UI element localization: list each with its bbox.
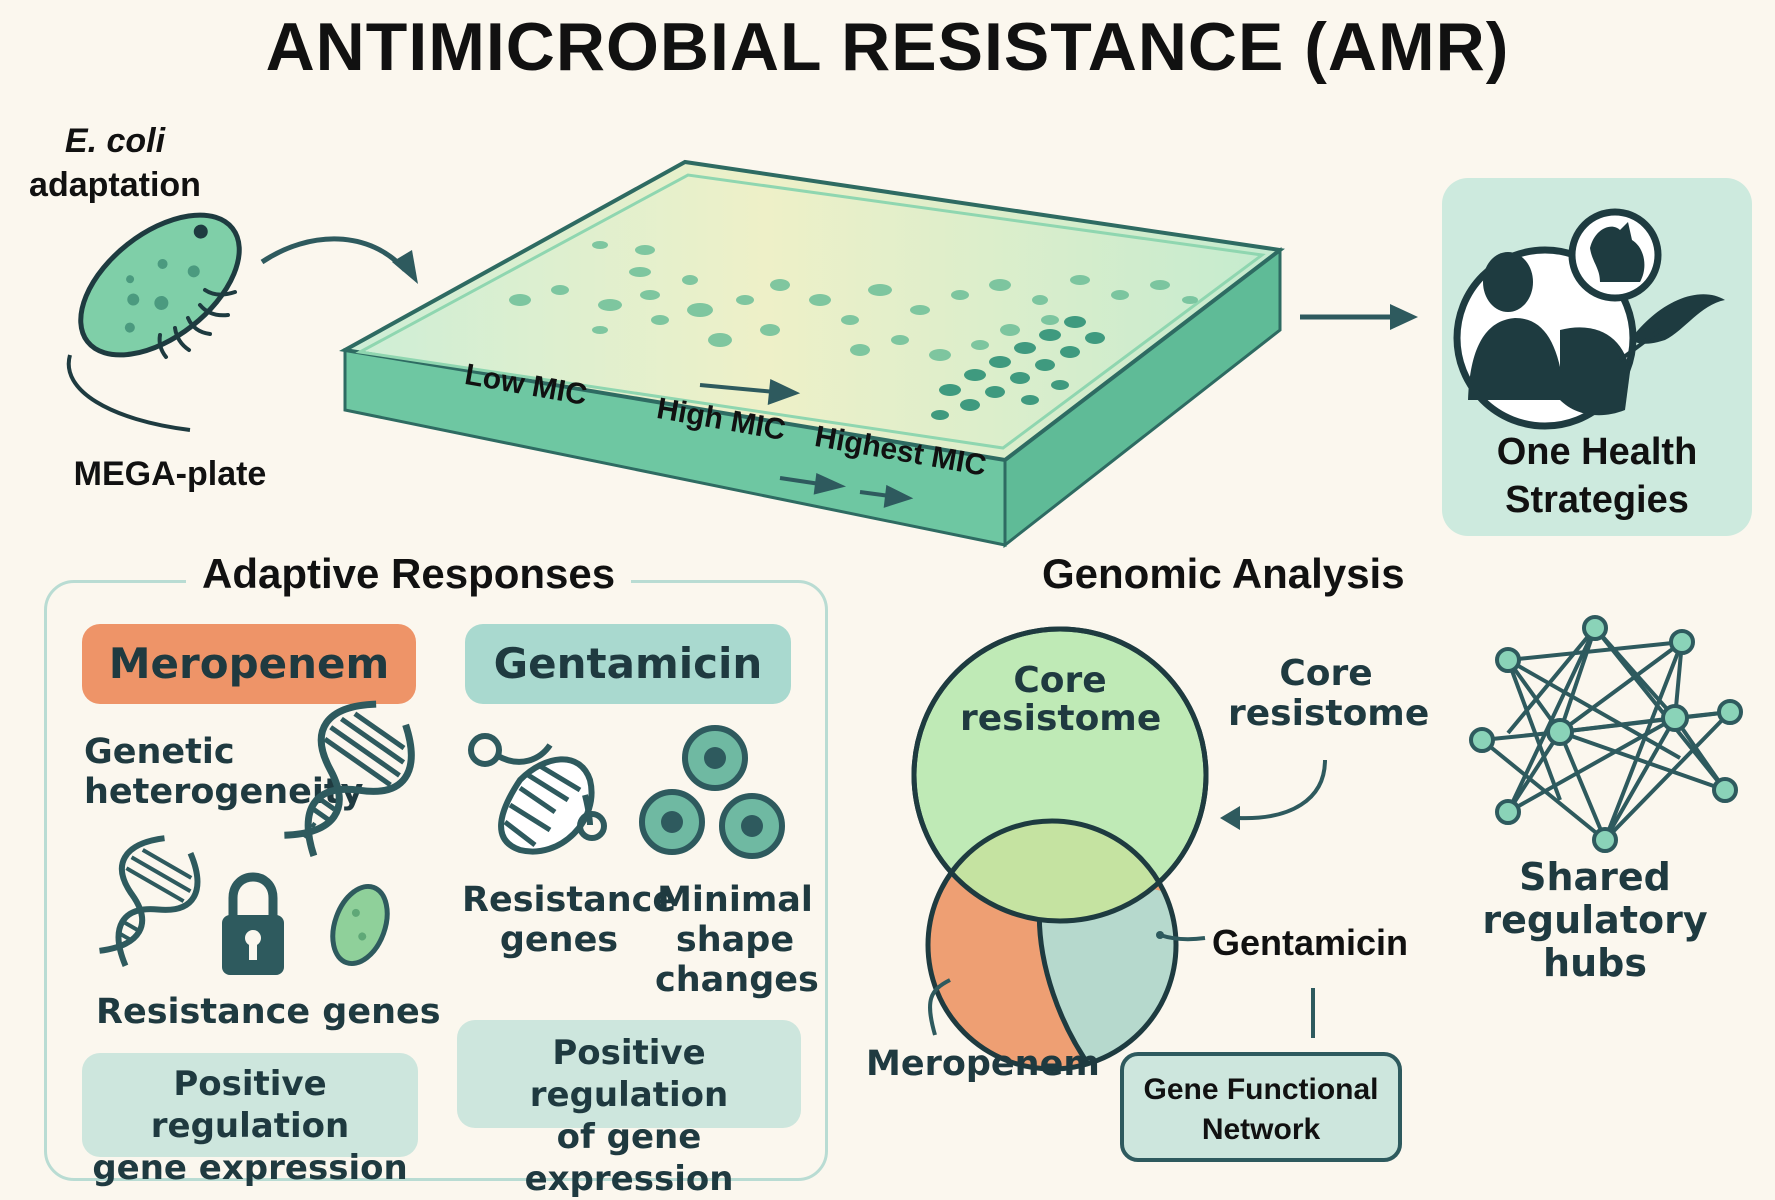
venn-drug-circle xyxy=(925,818,1179,1072)
gentamicin-pill: Gentamicin xyxy=(465,624,791,704)
gentamicin-regulation-box: Positive regulation of gene expression xyxy=(457,1020,801,1199)
meropenem-resistance-genes-label: Resistance genes xyxy=(96,992,441,1032)
gene-functional-network-box: Gene Functional Network xyxy=(1120,1052,1402,1162)
meropenem-reg-line2: gene expression xyxy=(92,1148,408,1188)
dna-small-icon xyxy=(99,835,201,967)
adaptive-responses-heading: Adaptive Responses xyxy=(186,550,632,598)
hubs-line3: hubs xyxy=(1543,941,1647,985)
meropenem-regulation-box: Positive regulation gene expression xyxy=(82,1053,418,1188)
genomic-analysis-heading: Genomic Analysis xyxy=(1042,550,1405,597)
small-bacterium-icon xyxy=(330,883,390,967)
meropenem-venn-label: Meropenem xyxy=(866,1044,1100,1084)
plasmid-icon xyxy=(468,733,607,855)
venn-core-label: Core resistome xyxy=(960,660,1162,739)
shared-regulatory-hubs-label: Shared regulatory hubs xyxy=(1480,856,1710,985)
gent-res-line1: Resistance xyxy=(462,880,677,920)
adaptation-label: adaptation xyxy=(29,166,201,204)
one-health-line1: One Health xyxy=(1496,431,1698,473)
one-health-line2: Strategies xyxy=(1505,479,1689,521)
core-resistome-label: Core resistome xyxy=(1228,653,1430,734)
genetic-line1: Genetic xyxy=(84,732,235,772)
gent-res-line2: genes xyxy=(499,920,619,960)
gentamicin-venn-label: Gentamicin xyxy=(1212,922,1409,963)
meropenem-reg-line1: Positive regulation xyxy=(150,1064,350,1146)
minimal-shape-changes-label: Minimal shape changes xyxy=(655,880,819,1000)
network-line2: Network xyxy=(1201,1113,1321,1146)
meropenem-pill: Meropenem xyxy=(82,624,416,704)
gentamicin-reg-line1: Positive regulation xyxy=(529,1033,729,1115)
one-health-label: One Health Strategies xyxy=(1442,428,1752,524)
shape-line3: changes xyxy=(655,960,819,1000)
shape-line2: shape xyxy=(675,920,795,960)
hubs-line2: regulatory xyxy=(1482,898,1708,942)
ecoli-label: E. coli xyxy=(64,122,166,160)
padlock-icon xyxy=(222,872,284,975)
gentamicin-reg-line2: of gene expression xyxy=(524,1117,734,1199)
core-label-line1: Core xyxy=(1279,653,1373,694)
venn-core-line2: resistome xyxy=(960,698,1162,739)
shape-line1: Minimal xyxy=(657,880,813,920)
gentamicin-resistance-genes-label: Resistance genes xyxy=(462,880,677,960)
venn-core-line1: Core xyxy=(1013,660,1107,701)
hubs-line1: Shared xyxy=(1519,855,1671,899)
page-title: ANTIMICROBIAL RESISTANCE (AMR) xyxy=(265,9,1510,85)
dna-icon xyxy=(284,700,415,857)
megaplate-label: MEGA-plate xyxy=(73,455,267,493)
network-line1: Gene Functional xyxy=(1143,1073,1379,1106)
cells-icon xyxy=(639,725,785,859)
core-label-line2: resistome xyxy=(1228,693,1430,734)
